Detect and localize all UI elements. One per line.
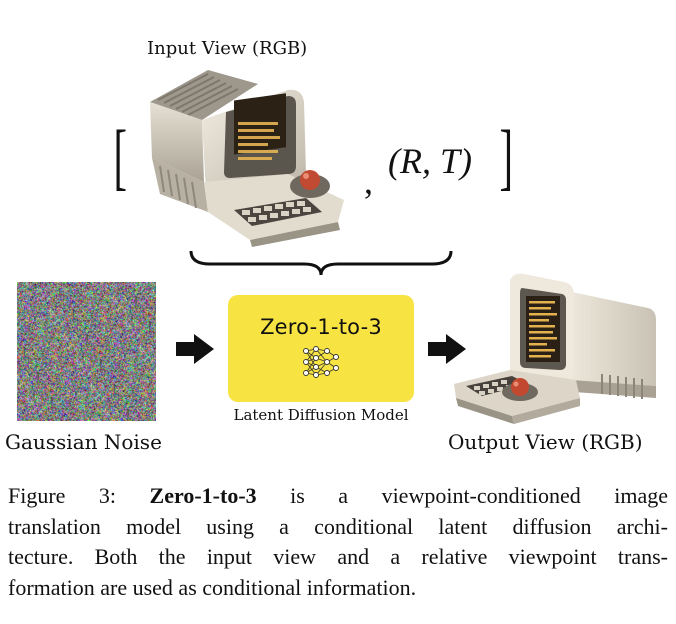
neural-network-icon xyxy=(303,346,339,378)
comma-separator: , xyxy=(364,161,373,201)
caption-line-1: Figure 3: Zero-1-to-3 is a viewpoint-con… xyxy=(8,481,668,512)
arrow-right-icon xyxy=(176,334,214,364)
caption-line-3: tecture. Both the input view and a relat… xyxy=(8,544,668,569)
zero123-model-box: Zero-1-to-3 xyxy=(228,295,414,402)
caption-line-2: translation model using a conditional la… xyxy=(8,513,668,539)
input-computer-image xyxy=(150,70,344,247)
caption-line-4: formation are used as conditional inform… xyxy=(8,574,417,600)
output-view-label: Output View (RGB) xyxy=(448,430,643,454)
model-subtitle: Latent Diffusion Model xyxy=(233,406,409,424)
arrow-right-icon xyxy=(428,334,466,364)
figure-caption: Figure 3: Zero-1-to-3 is a viewpoint-con… xyxy=(8,481,668,603)
gaussian-noise-label: Gaussian Noise xyxy=(5,430,162,454)
caption-line1-rest: is a viewpoint-conditioned image xyxy=(256,483,668,508)
gaussian-noise-image xyxy=(17,282,156,421)
model-name: Zero-1-to-3 xyxy=(260,315,382,339)
right-bracket: ] xyxy=(499,116,514,198)
input-view-label: Input View (RGB) xyxy=(147,38,308,59)
relative-pose-RT: (R, T) xyxy=(388,141,472,181)
left-bracket: [ xyxy=(113,116,128,198)
underbrace xyxy=(189,250,453,276)
caption-prefix: Figure 3: xyxy=(8,483,150,508)
caption-model-name: Zero-1-to-3 xyxy=(149,483,257,508)
output-computer-image xyxy=(454,273,656,424)
